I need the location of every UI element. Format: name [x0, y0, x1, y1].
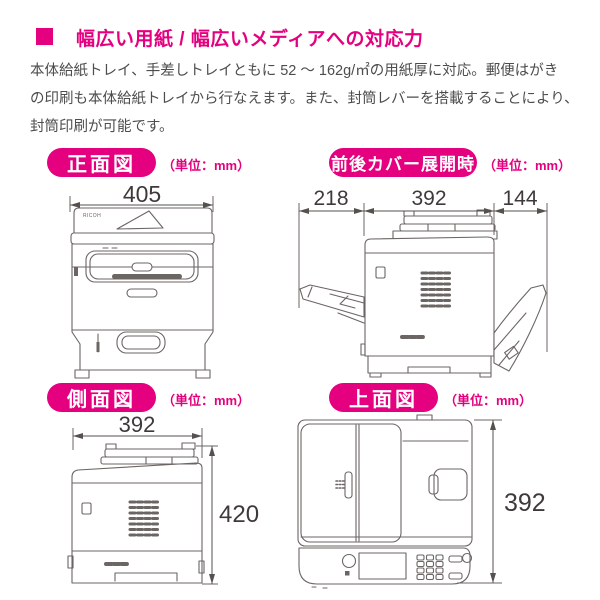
top-latch: [131, 262, 153, 272]
dim-covers-front-tray: 218: [313, 187, 349, 210]
function-button: [448, 572, 463, 580]
front-view-drawing: [69, 196, 215, 379]
output-handle: [433, 468, 468, 501]
front-handle: [126, 288, 158, 298]
side-button: [81, 502, 92, 515]
side-view-dimensions: [72, 428, 218, 585]
side-vent-grille: [128, 500, 161, 537]
scanner-lid: [403, 215, 493, 225]
intro-paragraph: 本体給紙トレイ、手差しトレイともに 52 ～ 162g/㎡の用紙厚に対応。郵便は…: [30, 57, 590, 141]
heading-square-bullet-icon: [36, 28, 53, 45]
dim-front-width: 405: [122, 181, 162, 207]
intro-line: 封筒印刷が可能です。: [30, 119, 174, 135]
foot: [74, 369, 90, 379]
adf-cover: [300, 423, 402, 543]
scanner-lid: [104, 448, 195, 458]
brand-logo-text: RICOH: [83, 213, 102, 219]
label-covers-open-view: 前後カバー展開時: [329, 148, 477, 177]
power-button: [341, 553, 357, 569]
label-front-view: 正面図: [47, 148, 156, 177]
covers-open-dimensions: [298, 203, 548, 352]
label-top-view: 上面図: [329, 383, 438, 412]
function-button: [448, 555, 463, 563]
dim-side-height: 420: [219, 501, 260, 528]
adf-handle: [344, 471, 353, 499]
dim-covers-body: 392: [411, 187, 447, 210]
open-front-tray: [299, 284, 365, 318]
covers-open-drawing: [298, 203, 548, 378]
top-view-dimensions: [457, 419, 502, 584]
front-width-dimension: [69, 196, 214, 212]
top-view-drawing: [297, 414, 502, 589]
dim-covers-rear-cover: 144: [502, 187, 538, 210]
body-outline: [297, 419, 473, 547]
numeric-keypad: [416, 554, 444, 581]
unit-covers-open-view: （単位：mm）: [483, 158, 572, 173]
open-rear-cover: [493, 284, 547, 372]
unit-front-view: （単位：mm）: [162, 158, 251, 173]
scanner-bar: [70, 232, 215, 245]
intro-line: 本体給紙トレイ、手差しトレイともに 52 ～ 162g/㎡の用紙厚に対応。郵便は…: [30, 63, 559, 79]
tray-handle: [116, 331, 166, 354]
side-view-drawing: [67, 428, 218, 585]
intro-line: の印刷も本体給紙トレイから行なえます。また、封筒レバーを搭載することにより、: [30, 91, 579, 107]
foot: [195, 369, 211, 379]
printer-body: [71, 462, 203, 584]
display: [358, 552, 407, 580]
dim-side-depth: 392: [118, 412, 156, 437]
dim-top-depth: 392: [504, 489, 546, 517]
label-side-view: 側面図: [47, 383, 156, 412]
unit-top-view: （単位：mm）: [444, 393, 533, 408]
start-button: [461, 552, 473, 564]
hinge-dots: [335, 480, 346, 489]
adf-paper-tray: [116, 210, 164, 230]
output-slot: [112, 274, 182, 279]
adf-lid: [73, 207, 213, 234]
side-button: [375, 266, 386, 279]
page-title: 幅広い用紙 / 幅広いメディアへの対応力: [76, 29, 424, 50]
side-vent-grille: [420, 271, 454, 308]
unit-side-view: （単位：mm）: [162, 393, 251, 408]
